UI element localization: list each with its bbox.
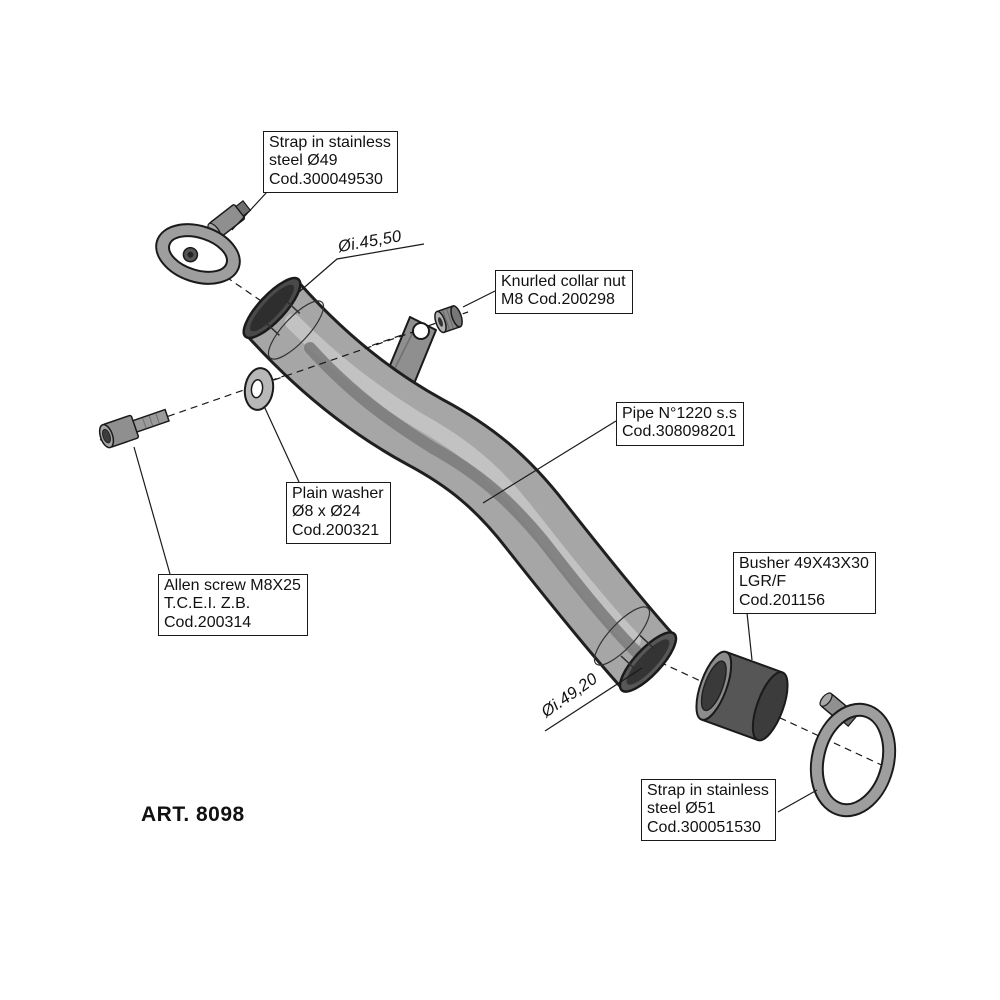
leader-washer bbox=[263, 405, 300, 483]
hex-socket bbox=[102, 428, 112, 444]
leader-strap-51 bbox=[777, 789, 818, 813]
callout-text: LGR/F bbox=[739, 573, 787, 591]
axis-over-pipe bbox=[273, 331, 414, 381]
outlet-sleeve-line bbox=[593, 606, 651, 666]
strap-49-screw-socket bbox=[187, 251, 194, 258]
thread-line bbox=[142, 418, 147, 428]
callout-allen-screw: Allen screw M8X25 T.C.E.I. Z.B. Cod.2003… bbox=[158, 574, 308, 637]
busher-drawing bbox=[695, 650, 789, 742]
bracket-hole bbox=[412, 322, 430, 340]
callout-text: Cod.300051530 bbox=[647, 818, 761, 836]
leader-busher bbox=[746, 612, 753, 661]
outlet-slit bbox=[639, 634, 656, 650]
callout-text: Cod.201156 bbox=[739, 591, 825, 609]
leader-allen-screw bbox=[133, 446, 171, 575]
busher-edges bbox=[701, 650, 783, 742]
plain-washer-drawing bbox=[243, 367, 275, 411]
callout-knurled-nut: Knurled collar nut M8 Cod.200298 bbox=[495, 270, 633, 314]
callout-strap-49: Strap in stainless steel Ø49 Cod.3000495… bbox=[263, 131, 398, 194]
callout-text: M8 Cod.200298 bbox=[501, 291, 615, 309]
leader-outlet-diameter bbox=[544, 667, 643, 732]
axis-strap-49 bbox=[215, 269, 268, 306]
callout-text: Allen screw M8X25 bbox=[164, 577, 301, 594]
callout-text: Knurled collar nut bbox=[501, 273, 626, 290]
callout-pipe: Pipe N°1220 s.s Cod.308098201 bbox=[616, 402, 744, 446]
pipe-drawing bbox=[242, 276, 678, 693]
thread-line bbox=[155, 413, 160, 424]
callout-text: Busher 49X43X30 bbox=[739, 555, 869, 572]
callout-text: Cod.300049530 bbox=[269, 170, 383, 188]
pipe-shadow bbox=[304, 342, 651, 666]
knurled-nut-drawing bbox=[434, 305, 463, 334]
outlet-opening bbox=[618, 631, 678, 693]
callout-text: Plain washer bbox=[292, 485, 384, 502]
leader-pipe bbox=[482, 420, 617, 504]
callout-plain-washer: Plain washer Ø8 x Ø24 Cod.200321 bbox=[286, 482, 391, 545]
thread-line bbox=[148, 415, 154, 426]
outlet-bore bbox=[626, 639, 670, 685]
callout-busher: Busher 49X43X30 LGR/F Cod.201156 bbox=[733, 552, 876, 615]
callout-text: Cod.308098201 bbox=[622, 423, 736, 441]
inlet-sleeve-line bbox=[267, 300, 325, 360]
inlet-opening bbox=[242, 276, 302, 340]
callout-text: Strap in stainless bbox=[647, 782, 769, 799]
nut-far-face bbox=[450, 305, 463, 328]
washer-outer bbox=[243, 367, 275, 411]
leader-strap-49 bbox=[231, 191, 268, 231]
strap-51-bolt-head bbox=[819, 692, 833, 707]
strap-51-drawing bbox=[809, 692, 897, 818]
callout-text: Cod.200321 bbox=[292, 521, 380, 539]
knurl-line bbox=[442, 310, 450, 330]
strap-49-drawing bbox=[155, 200, 252, 285]
callout-strap-51: Strap in stainless steel Ø51 Cod.3000515… bbox=[641, 779, 776, 842]
strap-49-band bbox=[155, 223, 241, 285]
screw-shaft bbox=[130, 408, 170, 434]
callout-text: T.C.E.I. Z.B. bbox=[164, 595, 251, 613]
outlet-slit bbox=[620, 655, 637, 671]
callout-text: Cod.200314 bbox=[164, 613, 252, 631]
knurl-line bbox=[446, 309, 454, 329]
callout-text: Ø8 x Ø24 bbox=[292, 503, 361, 521]
callout-text: steel Ø49 bbox=[269, 152, 338, 170]
leader-inlet-diameter bbox=[298, 243, 425, 293]
inlet-slit bbox=[284, 299, 301, 314]
allen-screw-drawing bbox=[98, 408, 170, 449]
busher-bore bbox=[700, 660, 727, 712]
callout-text: Pipe N°1220 s.s bbox=[622, 405, 737, 422]
callout-text: Strap in stainless bbox=[269, 134, 391, 151]
article-number: ART. 8098 bbox=[141, 803, 245, 826]
inlet-bore bbox=[249, 284, 295, 332]
washer-hole bbox=[250, 379, 264, 399]
strap-51-band-face bbox=[811, 704, 895, 816]
leader-lines bbox=[133, 191, 818, 813]
inlet-slit bbox=[264, 321, 280, 336]
strap-51-band bbox=[809, 702, 897, 818]
leader-knurled-nut bbox=[462, 290, 496, 308]
callout-text: steel Ø51 bbox=[647, 800, 716, 818]
nut-hole bbox=[437, 317, 443, 327]
